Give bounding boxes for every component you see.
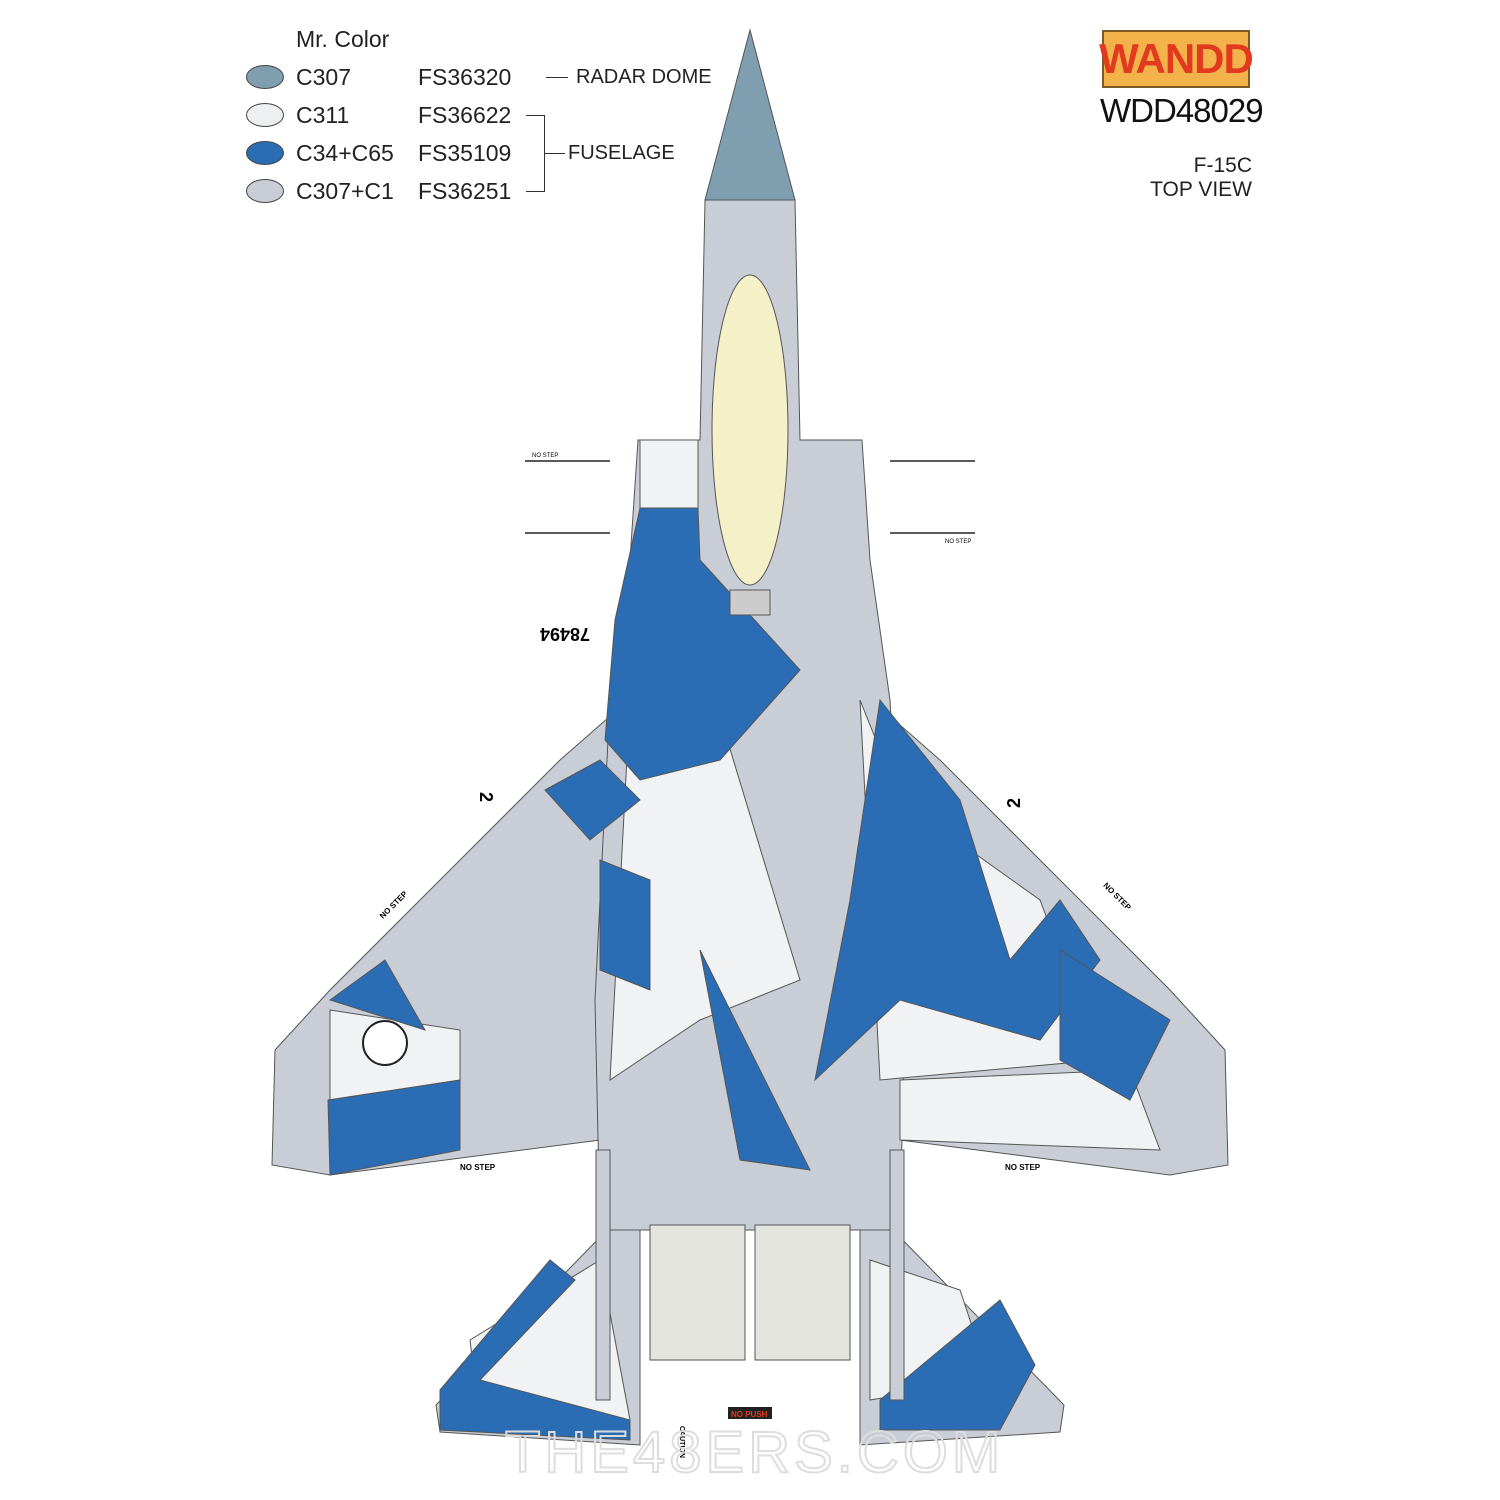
color-swatch (246, 141, 284, 165)
color-swatch (246, 179, 284, 203)
canopy (711, 274, 789, 586)
national-insignia (362, 1020, 408, 1066)
engine-nozzle (649, 1224, 746, 1361)
radar-dome (704, 28, 796, 201)
aircraft-model: F-15C (1193, 154, 1252, 177)
fs-code: FS36320 (418, 63, 512, 90)
legend-title: Mr. Color (296, 26, 390, 52)
blue-camo (1059, 949, 1171, 1101)
color-code: C307 (296, 63, 351, 90)
color-code: C34+C65 (296, 139, 394, 166)
no-push-marking: NO PUSH (731, 1410, 768, 1419)
fuselage-label: FUSELAGE (568, 142, 675, 164)
fs-code: FS35109 (418, 139, 512, 166)
vertical-tail (889, 1149, 905, 1401)
no-step-marking: NO STEP (532, 453, 558, 459)
exhaust-grille (729, 589, 771, 616)
blue-camo (328, 959, 427, 1031)
blue-camo (544, 759, 641, 841)
color-code: C311 (296, 101, 350, 128)
watermark: THE48ERS.COM (505, 1420, 1004, 1485)
no-step-marking: NO STEP (945, 539, 971, 545)
white-panel (639, 439, 699, 511)
blue-camo (439, 1259, 631, 1441)
number-marking: 2 (1004, 798, 1024, 808)
serial-number: 78494 (540, 624, 590, 644)
bracket-line (545, 153, 565, 154)
legend-row: C307 FS36320 RADAR DOME (246, 62, 712, 92)
number-marking: 2 (476, 792, 496, 802)
radar-dome-label: RADAR DOME (576, 65, 712, 88)
color-swatch (246, 103, 284, 127)
color-code: C307+C1 (296, 177, 394, 204)
legend-row: C307+C1 FS36251 (246, 176, 538, 206)
no-step-marking: NO STEP (1005, 1163, 1041, 1172)
white-panel (899, 1069, 1161, 1151)
vertical-tail (595, 1149, 611, 1401)
product-code: WDD48029 (1100, 92, 1264, 129)
view-label: TOP VIEW (1150, 178, 1252, 201)
color-swatch (246, 65, 284, 89)
caution-marking: CAUTION (678, 1426, 685, 1458)
legend-row: C311 FS36622 (246, 100, 538, 130)
engine-nozzle (754, 1224, 851, 1361)
fs-code: FS36622 (418, 101, 512, 128)
blue-camo (599, 859, 651, 991)
wandd-logo: WANDD (1099, 30, 1254, 88)
no-step-marking: NO STEP (1102, 881, 1134, 913)
blue-camo (327, 1079, 461, 1176)
fuselage-bracket (526, 115, 545, 192)
blue-camo (879, 1299, 1036, 1431)
blue-camo (604, 507, 801, 781)
legend-row: C34+C65 FS35109 (246, 138, 538, 168)
fs-code: FS36251 (418, 177, 512, 204)
no-step-marking: NO STEP (460, 1163, 496, 1172)
blue-camo (699, 949, 811, 1171)
